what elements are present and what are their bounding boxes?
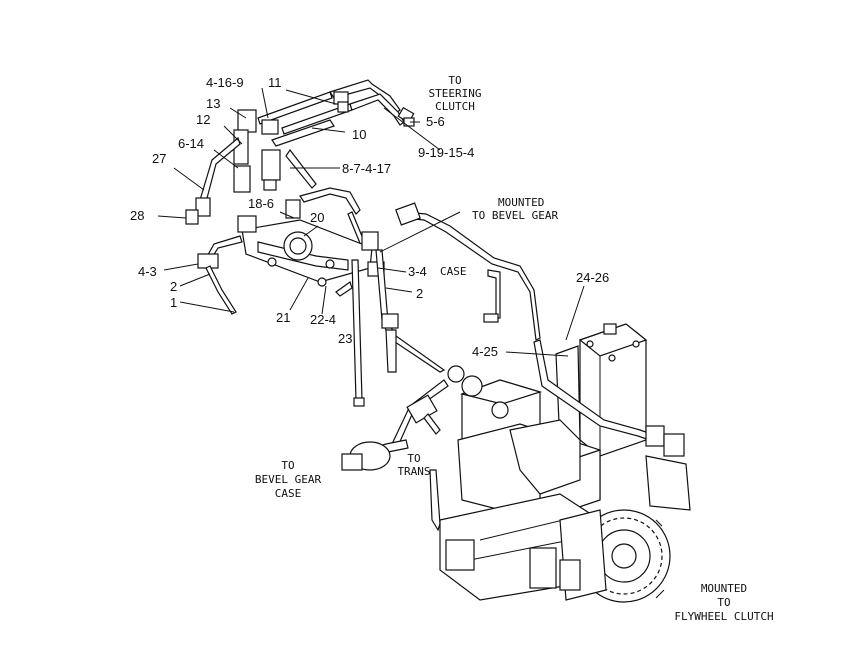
note-line: TO <box>281 459 294 472</box>
callout-2-left: 2 <box>170 279 177 294</box>
note-line: STEERING <box>429 87 482 100</box>
reservoir-tank <box>533 323 691 511</box>
callout-3-4: 3-4 <box>408 264 427 279</box>
note-line: BEVEL GEAR <box>255 473 322 486</box>
callout-20: 20 <box>310 210 324 225</box>
callout-2-right: 2 <box>416 286 423 301</box>
callout-11: 11 <box>268 75 282 90</box>
left-hoses <box>197 235 243 315</box>
callout-24-26: 24-26 <box>576 270 609 285</box>
note-line: CLUTCH <box>435 100 475 113</box>
note-line: MOUNTED <box>701 582 747 595</box>
callout-1: 1 <box>170 295 177 310</box>
callout-4-3: 4-3 <box>138 264 157 279</box>
note-mounted-bevel-gear: MOUNTED TO BEVEL GEAR CASE <box>440 196 558 278</box>
note-steering-clutch: TO STEERING CLUTCH <box>429 74 482 113</box>
note-to-trans: TO TRANS <box>397 452 430 478</box>
leader-lines <box>157 87 585 357</box>
callout-4-25: 4-25 <box>472 344 498 359</box>
callout-18-6: 18-6 <box>248 196 274 211</box>
upper-pipe-assembly <box>185 79 415 225</box>
note-line: MOUNTED <box>498 196 544 209</box>
callout-27: 27 <box>152 151 166 166</box>
callout-5-6: 5-6 <box>426 114 445 129</box>
valve-manifold <box>237 187 385 287</box>
callout-28: 28 <box>130 208 144 223</box>
callout-23: 23 <box>338 331 352 346</box>
callout-22-4: 22-4 <box>310 312 336 327</box>
note-line: TO <box>717 596 730 609</box>
note-line: TO BEVEL GEAR <box>472 209 558 222</box>
callout-13: 13 <box>206 96 220 111</box>
note-line: TO <box>407 452 420 465</box>
callout-6-14: 6-14 <box>178 136 204 151</box>
flywheel-gear <box>559 509 671 603</box>
callout-21: 21 <box>276 310 290 325</box>
callout-9-19-15-4: 9-19-15-4 <box>418 145 474 160</box>
callout-10: 10 <box>352 127 366 142</box>
callout-labels: 4-16-9 11 13 12 6-14 27 10 5-6 9-19-15-4… <box>130 75 609 359</box>
note-line: CASE <box>440 265 467 278</box>
callout-12: 12 <box>196 112 210 127</box>
callout-8-7-4-17: 8-7-4-17 <box>342 161 391 176</box>
note-line: FLYWHEEL CLUTCH <box>674 610 773 623</box>
note-line: CASE <box>275 487 302 500</box>
note-to-bevel-gear-case: TO BEVEL GEAR CASE <box>255 459 322 500</box>
callout-4-16-9: 4-16-9 <box>206 75 244 90</box>
bevel-gear-pipes <box>335 202 541 407</box>
note-line: TO <box>448 74 461 87</box>
note-line: TRANS <box>397 465 430 478</box>
note-mounted-flywheel-clutch: MOUNTED TO FLYWHEEL CLUTCH <box>674 582 773 623</box>
lower-hoses <box>341 379 449 532</box>
